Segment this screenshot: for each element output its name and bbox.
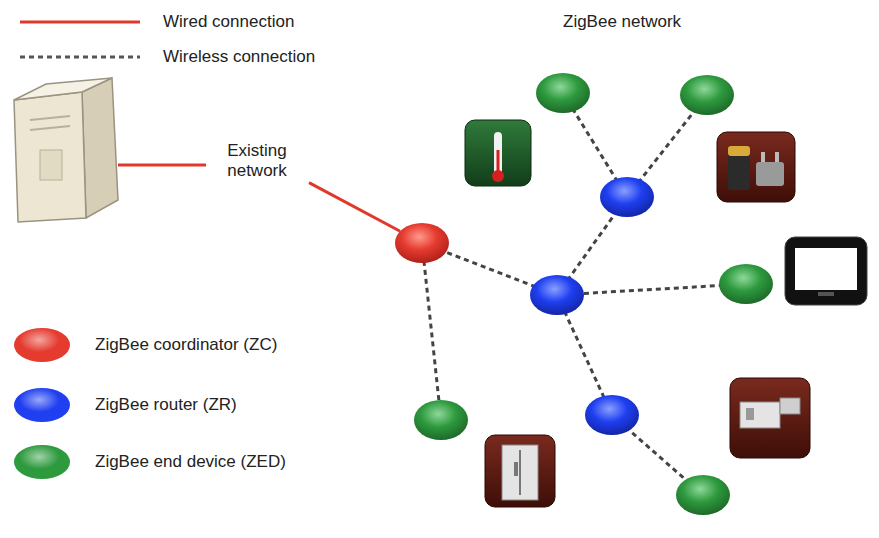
zigbee-devices [395,73,773,515]
wired-line [118,164,206,167]
box-label: Existing network [205,141,309,181]
legend-text: ZigBee end device (ZED) [95,452,286,472]
wireless-links [422,93,746,495]
server-icon [14,78,118,222]
network-ellipse [385,12,879,538]
legend-text: ZigBee router (ZR) [95,395,237,415]
battery-plug-icon [717,132,795,202]
legend-text: Wired connection [163,12,294,32]
legend-swatch [20,46,145,82]
tv-icon [785,237,867,305]
legend-color-swatch [14,328,70,362]
legend-color-swatch [14,388,70,422]
legend-swatch [20,11,145,47]
camera-icon [730,378,810,458]
network-region: ZigBee network [385,12,879,538]
thermometer-icon [465,120,531,186]
legend-color-swatch [14,445,70,479]
document-box: Existing network [205,112,309,210]
appliance-icon [485,435,555,507]
legend-text: ZigBee coordinator (ZC) [95,335,277,355]
legend-text: Wireless connection [163,47,315,67]
region-title: ZigBee network [563,12,681,32]
wired-connector [309,183,400,232]
